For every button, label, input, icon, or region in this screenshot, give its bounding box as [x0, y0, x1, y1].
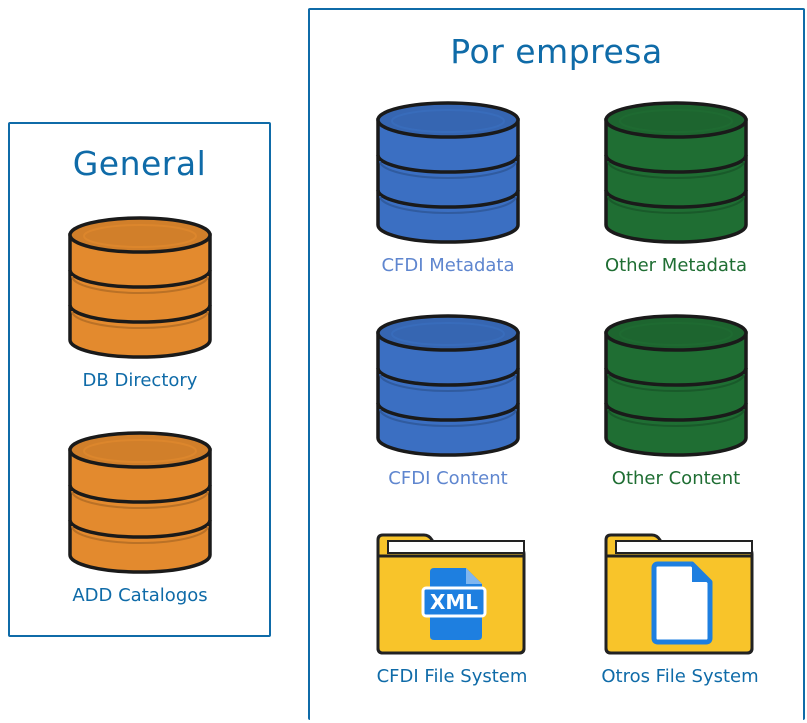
xml-folder-icon: XML [372, 532, 532, 656]
cylinder-band-shade [71, 525, 209, 544]
database-icon [600, 100, 752, 245]
other-metadata-node: Other Metadata [576, 100, 776, 276]
cylinder-top-rim [391, 322, 505, 346]
cfdi-metadata-label: CFDI Metadata [381, 255, 515, 276]
cfdi-content-cylinder [376, 314, 520, 457]
cylinder-band-shade [607, 160, 745, 179]
db-directory-cylinder [68, 216, 212, 359]
database-icon [64, 215, 216, 360]
cylinder-band-shade [607, 373, 745, 392]
cylinder-band-line [68, 269, 212, 289]
document-folder-graphic [604, 533, 754, 655]
general-group: General [8, 122, 271, 637]
other-metadata-label: Other Metadata [604, 255, 748, 276]
cylinder-band-line [604, 189, 748, 209]
add-catalogos-cylinder [68, 431, 212, 574]
xml-folder-graphic: XML [376, 533, 526, 655]
cylinder-band-line [376, 402, 520, 422]
cfdi-file-system-node: XML CFDI File System [352, 532, 552, 687]
cylinder-band-line [376, 154, 520, 174]
cylinder-band-line [604, 154, 748, 174]
other-content-node: Other Content [576, 313, 776, 489]
cylinder-top-rim [619, 109, 733, 133]
cylinder-band-shade [71, 310, 209, 329]
cylinder-band-line [376, 189, 520, 209]
add-catalogos-label: ADD Catalogos [72, 585, 208, 606]
database-icon [372, 100, 524, 245]
document-folder-icon [600, 532, 760, 656]
db-directory-label: DB Directory [82, 370, 198, 391]
por-empresa-title: Por empresa [450, 32, 663, 71]
cylinder-top-rim [391, 109, 505, 133]
cylinder-band-shade [71, 275, 209, 294]
cylinder-band-line [68, 304, 212, 324]
cfdi-file-system-label: CFDI File System [376, 666, 528, 687]
cylinder-band-shade [71, 490, 209, 509]
cfdi-content-node: CFDI Content [348, 313, 548, 489]
cylinder-top-rim [83, 439, 197, 463]
cylinder-band-shade [607, 195, 745, 214]
otros-file-system-label: Otros File System [601, 666, 759, 687]
other-content-label: Other Content [611, 468, 741, 489]
cfdi-metadata-node: CFDI Metadata [348, 100, 548, 276]
cylinder-band-line [68, 484, 212, 504]
cfdi-content-label: CFDI Content [388, 468, 508, 489]
cylinder-band-line [376, 367, 520, 387]
cylinder-band-shade [379, 408, 517, 427]
xml-badge-text: XML [430, 590, 478, 614]
database-icon [64, 430, 216, 575]
otros-file-system-node: Otros File System [580, 532, 780, 687]
database-icon [600, 313, 752, 458]
cylinder-band-shade [379, 160, 517, 179]
db-directory-node: DB Directory [40, 215, 240, 391]
por-empresa-group: Por empresa [308, 8, 805, 720]
database-icon [372, 313, 524, 458]
cylinder-band-line [604, 402, 748, 422]
cfdi-metadata-cylinder [376, 101, 520, 244]
add-catalogos-node: ADD Catalogos [40, 430, 240, 606]
cylinder-band-line [68, 519, 212, 539]
cylinder-band-shade [379, 373, 517, 392]
cylinder-band-shade [379, 195, 517, 214]
other-metadata-cylinder [604, 101, 748, 244]
other-content-cylinder [604, 314, 748, 457]
cylinder-band-line [604, 367, 748, 387]
cylinder-top-rim [619, 322, 733, 346]
cylinder-top-rim [83, 224, 197, 248]
cylinder-band-shade [607, 408, 745, 427]
general-title: General [72, 144, 207, 183]
